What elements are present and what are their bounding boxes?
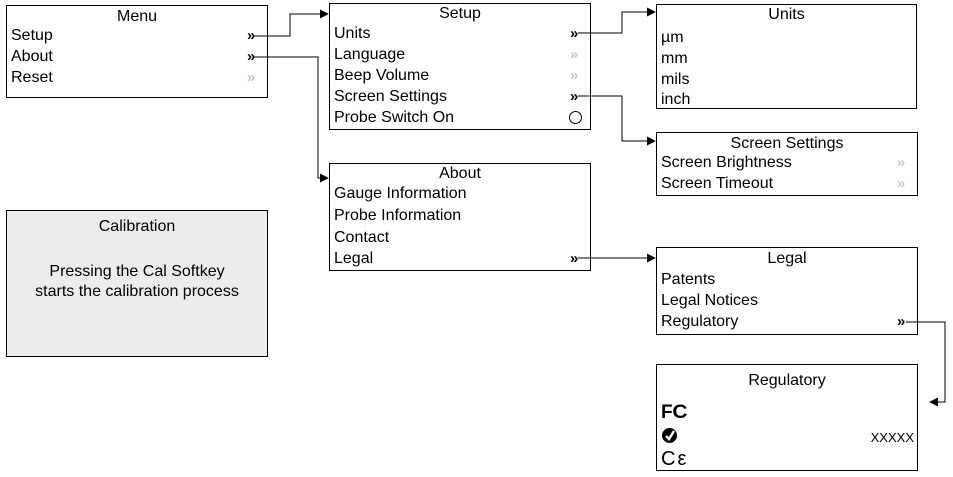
arrow-legal-regulatory <box>906 321 946 407</box>
setup-item-screen-settings[interactable]: Screen Settings <box>334 88 447 105</box>
menu-item-about[interactable]: About <box>11 48 53 65</box>
regulatory-panel: Regulatory FC C ε XXXXX <box>656 364 918 471</box>
chevron-right-icon: » <box>247 69 256 86</box>
legal-panel: Legal Patents Legal Notices Regulatory » <box>656 247 918 335</box>
chevron-right-icon: » <box>570 25 579 42</box>
setup-item-beep-volume[interactable]: Beep Volume <box>334 67 430 84</box>
menu-item-reset[interactable]: Reset <box>11 69 53 86</box>
arrow-setup-screen <box>578 95 656 146</box>
arrow-setup-units <box>578 7 656 34</box>
chevron-right-icon: » <box>570 46 579 63</box>
menu-panel: Menu Setup » About » Reset » <box>6 5 268 98</box>
legal-item-notices[interactable]: Legal Notices <box>661 292 758 309</box>
units-title: Units <box>768 6 805 23</box>
c-tick-logo-icon <box>662 428 677 443</box>
chevron-right-icon: » <box>897 154 906 171</box>
setup-item-units[interactable]: Units <box>334 25 371 42</box>
about-item-gauge-info[interactable]: Gauge Information <box>334 185 467 202</box>
calibration-panel: Calibration Pressing the Cal Softkey sta… <box>6 210 268 357</box>
setup-panel: Setup Units » Language » Beep Volume » S… <box>329 3 591 130</box>
arrow-menu-about <box>254 56 329 183</box>
about-item-contact[interactable]: Contact <box>334 229 390 246</box>
menu-item-setup[interactable]: Setup <box>11 27 53 44</box>
chevron-right-icon: » <box>570 67 579 84</box>
legal-title: Legal <box>767 250 807 267</box>
chevron-right-icon: » <box>897 313 906 330</box>
setup-item-probe-switch[interactable]: Probe Switch On <box>334 109 455 126</box>
chevron-right-icon: » <box>247 48 256 65</box>
units-item-mils[interactable]: mils <box>661 71 690 88</box>
about-item-legal[interactable]: Legal <box>334 250 374 267</box>
chevron-right-icon: » <box>247 27 256 44</box>
calibration-line-1: Pressing the Cal Softkey <box>49 263 225 280</box>
screen-settings-item-brightness[interactable]: Screen Brightness <box>661 154 792 171</box>
menu-title: Menu <box>116 8 158 25</box>
setup-item-language[interactable]: Language <box>334 46 406 63</box>
chevron-right-icon: » <box>897 175 906 192</box>
legal-item-patents[interactable]: Patents <box>661 271 716 288</box>
fcc-logo-icon: FC <box>661 402 688 423</box>
units-item-um[interactable]: µm <box>661 29 684 46</box>
screen-settings-title: Screen Settings <box>730 135 844 152</box>
about-item-probe-info[interactable]: Probe Information <box>334 207 462 224</box>
probe-switch-radio[interactable] <box>569 111 582 124</box>
chevron-right-icon: » <box>570 88 579 105</box>
about-title: About <box>439 165 481 182</box>
screen-settings-panel: Screen Settings Screen Brightness » Scre… <box>656 132 918 196</box>
units-item-inch[interactable]: inch <box>661 91 691 108</box>
regulatory-title: Regulatory <box>748 372 826 389</box>
units-panel: Units µm mm mils inch <box>656 4 917 109</box>
about-panel: About Gauge Information Probe Informatio… <box>329 163 591 271</box>
ce-mark-icon: C ε <box>661 448 686 470</box>
units-item-mm[interactable]: mm <box>661 50 688 67</box>
calibration-line-2: starts the calibration process <box>35 283 239 300</box>
setup-title: Setup <box>439 5 481 22</box>
regulatory-value: XXXXX <box>870 430 914 445</box>
calibration-title: Calibration <box>98 218 176 235</box>
legal-item-regulatory[interactable]: Regulatory <box>661 313 739 330</box>
arrow-menu-setup <box>254 9 329 37</box>
screen-settings-item-timeout[interactable]: Screen Timeout <box>661 175 774 192</box>
chevron-right-icon: » <box>570 250 579 267</box>
